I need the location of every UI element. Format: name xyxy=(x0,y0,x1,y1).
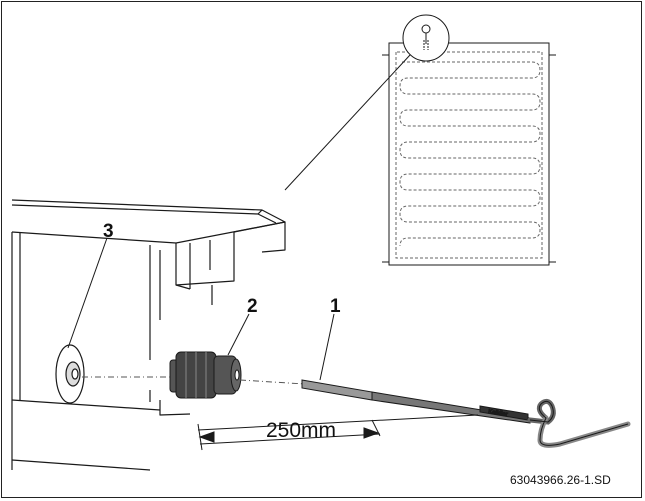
heating-panel-overview xyxy=(382,42,556,266)
callout-fitting-label: 2 xyxy=(247,296,258,317)
callout-grommet-label: 3 xyxy=(103,221,114,242)
callout-3-leader xyxy=(67,237,108,349)
sensor-probe: Kelkiler xyxy=(301,379,631,448)
dimension-line xyxy=(197,414,479,451)
axis-line-right xyxy=(239,379,306,385)
detail-magnifier xyxy=(402,14,450,62)
probe-brand-text: Kelkiler xyxy=(488,409,508,418)
heating-loop xyxy=(395,51,543,259)
detail-leader-line xyxy=(284,54,411,191)
callout-1-leader xyxy=(319,313,335,381)
insertion-length-label: 250mm xyxy=(266,419,337,442)
compression-fitting xyxy=(169,351,242,399)
document-reference: 63043966.26-1.SD xyxy=(510,473,611,487)
callout-2-leader xyxy=(227,313,250,356)
boiler-housing xyxy=(11,199,286,471)
sensor-grommet xyxy=(55,344,85,404)
panel-outline xyxy=(388,42,550,266)
callout-probe-label: 1 xyxy=(330,296,341,317)
